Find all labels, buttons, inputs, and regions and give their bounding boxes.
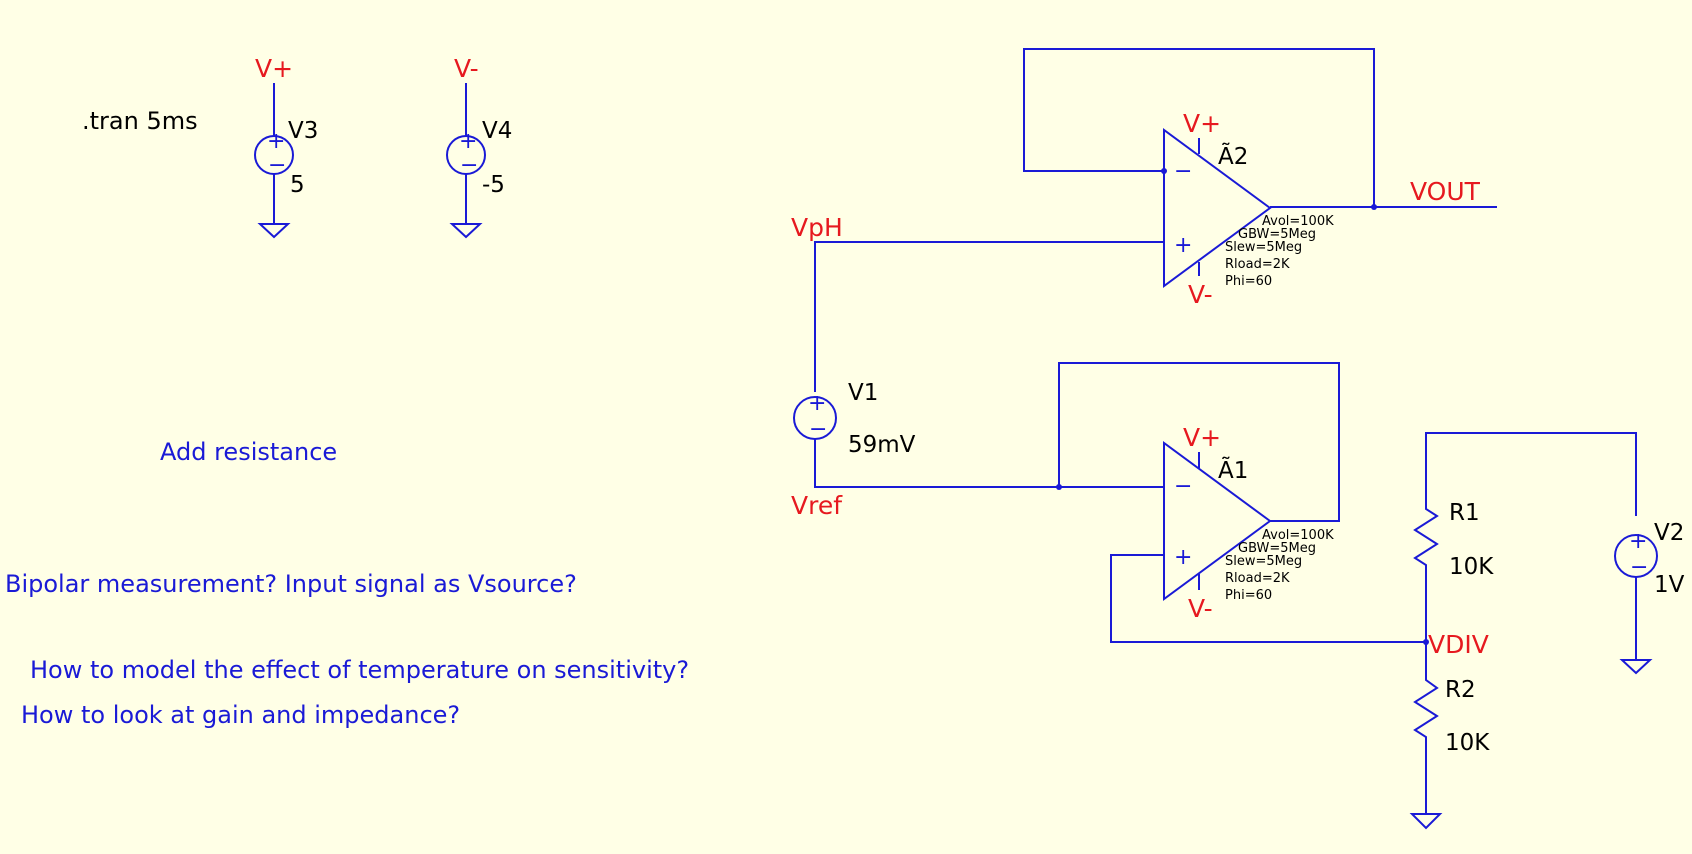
v2-value: 1V <box>1654 572 1685 598</box>
ground-icon <box>1619 659 1653 675</box>
net-label-vminus-v4: V- <box>454 54 479 83</box>
comment-add-resistance[interactable]: Add resistance <box>160 438 337 466</box>
a2-gbw: GBW=5Meg <box>1238 227 1316 242</box>
noninverting-input-sign: + <box>1174 233 1192 258</box>
noninverting-input-sign: + <box>1174 545 1192 570</box>
wire-vref <box>814 439 1164 488</box>
source-v3[interactable]: V+ + − V3 5 <box>254 54 318 239</box>
v4-value: -5 <box>482 172 505 198</box>
source-v1[interactable]: + − V1 59mV <box>793 380 916 458</box>
net-label-vminus-a2: V- <box>1188 280 1213 309</box>
a2-avol: Avol=100K <box>1262 214 1334 229</box>
plus-sign: + <box>459 129 477 154</box>
net-label-vref[interactable]: Vref <box>791 491 843 520</box>
inverting-input-sign: − <box>1174 159 1192 184</box>
v2-name: V2 <box>1654 520 1684 546</box>
r2-name: R2 <box>1445 677 1476 703</box>
r2-value: 10K <box>1445 730 1490 756</box>
opamp-a1[interactable]: − + V+ V- Ã1 Avol=100K GBW=5Meg Slew=5Me… <box>1163 423 1334 623</box>
net-label-vplus-a1: V+ <box>1183 423 1221 452</box>
a1-gbw: GBW=5Meg <box>1238 541 1316 556</box>
plus-sign: + <box>1629 529 1647 554</box>
minus-sign: − <box>809 417 827 442</box>
net-label-vplus-a2: V+ <box>1183 109 1221 138</box>
resistor-icon <box>1413 502 1439 642</box>
minus-sign: − <box>1630 555 1648 580</box>
resistor-icon <box>1413 642 1439 814</box>
a2-slew: Slew=5Meg <box>1225 240 1302 255</box>
opamp-a2[interactable]: − + V+ V- Ã2 Avol=100K GBW=5Meg Slew=5Me… <box>1163 109 1334 309</box>
wire-a2-feedback <box>1023 48 1375 207</box>
inverting-input-sign: − <box>1174 474 1192 499</box>
ground-icon <box>1409 813 1443 830</box>
tran-directive[interactable]: .tran 5ms <box>82 107 198 135</box>
a1-name: Ã1 <box>1218 456 1248 484</box>
a1-slew: Slew=5Meg <box>1225 554 1302 569</box>
net-label-vplus-v3: V+ <box>255 54 293 83</box>
source-v2[interactable]: + − V2 1V <box>1614 520 1685 675</box>
junction-dot <box>1371 204 1377 210</box>
resistor-r2[interactable]: R2 10K <box>1413 642 1490 814</box>
a1-avol: Avol=100K <box>1262 528 1334 543</box>
ground-icon <box>449 223 483 239</box>
plus-sign: + <box>808 391 826 416</box>
resistor-r1[interactable]: R1 10K <box>1413 500 1494 642</box>
v1-name: V1 <box>848 380 878 406</box>
a1-rload: Rload=2K <box>1225 571 1290 586</box>
wire-a1-feedback <box>1058 362 1340 522</box>
a2-phi: Phi=60 <box>1225 274 1272 289</box>
a2-rload: Rload=2K <box>1225 257 1290 272</box>
source-v4[interactable]: V- + − V4 -5 <box>446 54 512 239</box>
wire-a1-noninv <box>1110 554 1426 643</box>
opamp-icon <box>1163 441 1272 601</box>
v4-name: V4 <box>482 118 512 144</box>
v3-name: V3 <box>288 118 318 144</box>
v3-value: 5 <box>290 172 305 198</box>
r1-name: R1 <box>1449 500 1480 526</box>
comment-gain-impedance[interactable]: How to look at gain and impedance? <box>21 701 460 729</box>
net-label-vph[interactable]: VpH <box>791 213 843 242</box>
minus-sign: − <box>460 153 478 178</box>
opamp-icon <box>1163 128 1272 288</box>
wire-vph <box>814 241 1164 392</box>
net-label-vout[interactable]: VOUT <box>1410 177 1481 206</box>
a1-phi: Phi=60 <box>1225 588 1272 603</box>
a2-name: Ã2 <box>1218 142 1248 170</box>
plus-sign: + <box>267 129 285 154</box>
ground-icon <box>257 223 291 239</box>
v1-value: 59mV <box>848 432 916 458</box>
net-label-vminus-a1: V- <box>1188 594 1213 623</box>
junction-dot <box>1161 168 1167 174</box>
net-label-vdiv[interactable]: VDIV <box>1428 630 1489 659</box>
comment-temperature[interactable]: How to model the effect of temperature o… <box>30 656 689 684</box>
r1-value: 10K <box>1449 554 1494 580</box>
minus-sign: − <box>268 153 286 178</box>
wire-r1-top <box>1425 432 1637 516</box>
comment-bipolar[interactable]: Bipolar measurement? Input signal as Vso… <box>5 570 577 598</box>
